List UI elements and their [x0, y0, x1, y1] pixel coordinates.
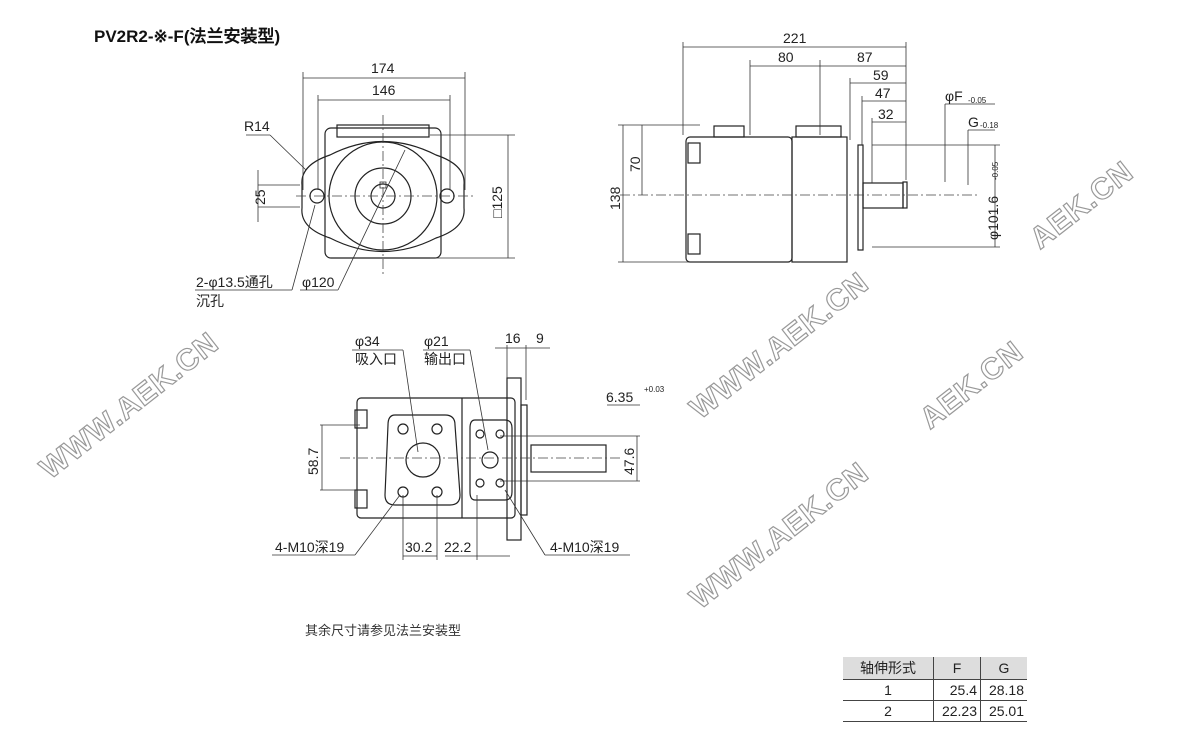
- table-cell: 25.01: [980, 700, 1027, 722]
- outlet-diameter: φ21: [424, 333, 449, 349]
- inlet-diameter: φ34: [355, 333, 380, 349]
- drawing-title: PV2R2-※-F(法兰安装型): [94, 27, 281, 46]
- phi101-6-tolerance: -0.05: [991, 161, 1000, 180]
- dim-58-7: 58.7: [305, 448, 321, 475]
- dim-87: 87: [857, 49, 873, 65]
- dim-138: 138: [607, 186, 623, 210]
- dim-phi120: φ120: [302, 274, 335, 290]
- table-header: G: [980, 657, 1027, 680]
- table-cell: 28.18: [980, 679, 1027, 701]
- watermark: WWW.AEK.CN: [34, 326, 225, 485]
- key-tolerance: +0.03: [644, 385, 665, 394]
- side-view: 221 80 87 59 47 32 70 138 φF -0.05 G -0.…: [607, 30, 1001, 263]
- shaft-type-table: 轴伸形式 F G 1 25.4 28.18 2 22.23 25.01: [843, 657, 1027, 722]
- dim-9: 9: [536, 330, 544, 346]
- table-cell: 22.23: [933, 700, 981, 722]
- dim-key-6-35: 6.35: [606, 389, 633, 405]
- table-row: 1 25.4 28.18: [843, 679, 1027, 701]
- table-cell: 1: [843, 679, 934, 701]
- front-view: 174 146 R14 25 □125 2-φ13.5通孔 沉孔 φ120: [195, 60, 515, 309]
- table-row: 2 22.23 25.01: [843, 700, 1027, 722]
- dim-32: 32: [878, 106, 894, 122]
- watermark: WWW.AEK.CN: [684, 266, 875, 425]
- dim-phi101-6: φ101.6: [985, 196, 1001, 240]
- table-cell: 2: [843, 700, 934, 722]
- bottom-view: φ34 吸入口 φ21 输出口 16 9 6.35 +0.03 58.7 47.…: [272, 330, 665, 560]
- g-tolerance: -0.18: [980, 121, 999, 130]
- watermark: AEK.CN: [1024, 155, 1140, 256]
- dim-80: 80: [778, 49, 794, 65]
- dim-r14: R14: [244, 118, 270, 134]
- outlet-label: 输出口: [424, 351, 466, 367]
- phi-f-tolerance: -0.05: [968, 96, 987, 105]
- dim-146: 146: [372, 82, 396, 98]
- note: 其余尺寸请参见法兰安装型: [305, 623, 462, 638]
- watermark: AEK.CN: [914, 335, 1030, 436]
- dim-phi-f: φF: [945, 88, 963, 104]
- dim-221: 221: [783, 30, 807, 46]
- dim-59: 59: [873, 67, 889, 83]
- table-cell: 25.4: [933, 679, 981, 701]
- dim-22-2: 22.2: [444, 539, 471, 555]
- dim-47: 47: [875, 85, 891, 101]
- counterbore-label: 沉孔: [196, 293, 224, 309]
- dim-174: 174: [371, 60, 395, 76]
- inlet-label: 吸入口: [355, 351, 397, 367]
- right-thread-label: 4-M10深19: [550, 539, 619, 555]
- dim-g: G: [968, 114, 979, 130]
- table-header: F: [933, 657, 981, 680]
- left-thread-label: 4-M10深19: [275, 539, 344, 555]
- dim-16: 16: [505, 330, 521, 346]
- table-header: 轴伸形式: [843, 657, 934, 680]
- holes-label: 2-φ13.5通孔: [196, 274, 273, 290]
- dim-47-6: 47.6: [621, 448, 637, 475]
- dim-25: 25: [252, 189, 268, 205]
- dim-30-2: 30.2: [405, 539, 432, 555]
- watermark: WWW.AEK.CN: [684, 456, 875, 615]
- dim-square-125: □125: [489, 186, 505, 218]
- dim-70: 70: [627, 156, 643, 172]
